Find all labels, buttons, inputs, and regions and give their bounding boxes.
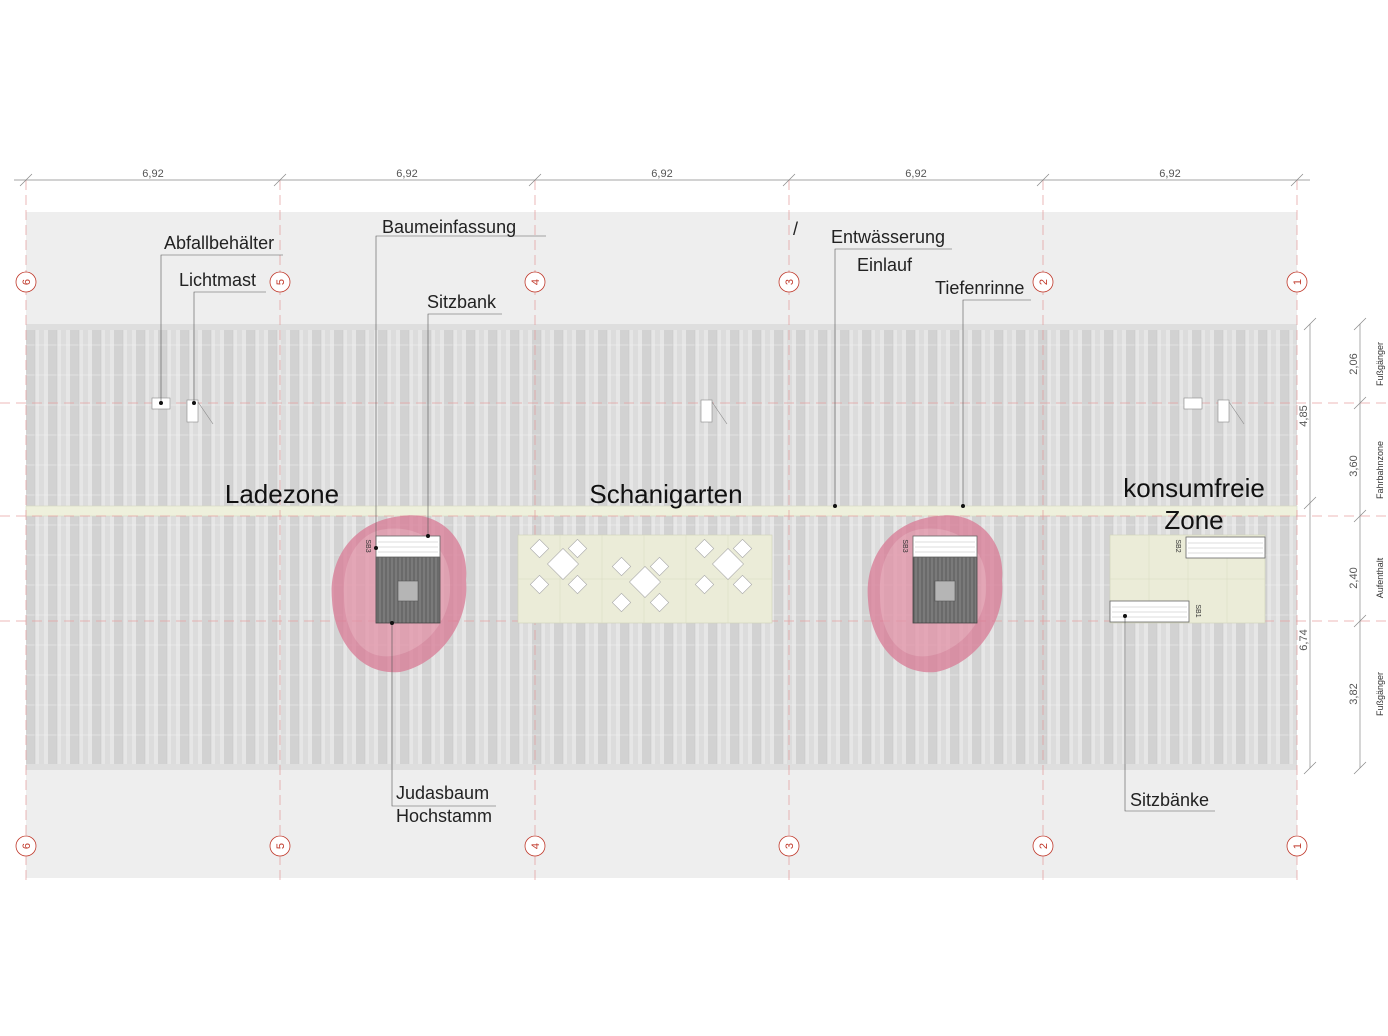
axis-mark-3-bottom: 3 [784,843,796,849]
axis-mark-5-bottom: 5 [275,843,287,849]
axis-markers-bottom [15,835,1308,857]
bench-sb2 [1185,536,1266,559]
dim-fussgaenger-bottom: 3,82 [1348,683,1360,704]
bench-code-sb2: SB2 [1174,539,1181,552]
axis-mark-3-top: 3 [784,279,796,285]
dimension-3: 6,92 [651,168,672,180]
cafe-table-group-2 [611,556,670,613]
cafe-table-group-1 [529,538,588,595]
label-sitzbank: Sitzbank [427,292,497,312]
cafe-table-group-3 [694,538,753,595]
bench-sb1 [1109,600,1190,623]
axis-markers-top [15,271,1308,293]
axis-mark-2-top: 2 [1038,279,1050,285]
zone-title-schanigarten: Schanigarten [589,479,742,509]
label-hochstamm: Hochstamm [396,806,492,826]
dim-total-bottom: 6,74 [1298,629,1310,650]
leader-dots [159,401,1127,625]
dim-total-top: 4,85 [1298,405,1310,426]
zone-title-ladezone: Ladezone [225,479,339,509]
bench-tree-left [375,535,441,558]
right-dimension-chain [1303,317,1367,775]
leader-lines [160,235,1215,812]
label-entwaesserung: Entwässerung [831,227,945,247]
bench-tree-right [912,535,978,558]
tree-grate-left-center [397,580,419,602]
paving-bottom-edge [26,764,1297,770]
label-lichtmast: Lichtmast [179,270,256,290]
tree-grate-right-center [934,580,956,602]
label-tiefenrinne: Tiefenrinne [935,278,1024,298]
dimension-2: 6,92 [396,168,417,180]
label-slash: / [793,219,798,239]
bench-code-sb1: SB1 [1194,604,1201,617]
paving-top-edge [26,324,1297,330]
axis-mark-4-top: 4 [530,279,542,285]
dimension-4: 6,92 [905,168,926,180]
axis-mark-6-bottom: 6 [21,843,33,849]
zone-label-fussgaenger-bottom: Fußgänger [1375,672,1385,716]
dim-aufenthalt: 2,40 [1348,567,1360,588]
label-judasbaum: Judasbaum [396,783,489,803]
axis-mark-5-top: 5 [275,279,287,285]
zone-label-fahrbahnzone: Fahrbahnzone [1375,441,1385,499]
bench-sb2-slats [1188,542,1263,554]
zone-title-zone: Zone [1164,505,1223,535]
axis-mark-4-bottom: 4 [530,843,542,849]
label-einlauf: Einlauf [857,255,913,275]
label-abfallbehaelter: Abfallbehälter [164,233,274,253]
light-masts [186,399,1245,425]
dim-fahrbahn: 3,60 [1348,455,1360,476]
dim-fussgaenger-top: 2,06 [1348,353,1360,374]
bench-code-sb3-right: SB3 [901,539,908,552]
zone-title-konsumfreie: konsumfreie [1123,473,1265,503]
zone-label-fussgaenger-top: Fußgänger [1375,342,1385,386]
label-baumeinfassung: Baumeinfassung [382,217,516,237]
label-sitzbaenke: Sitzbänke [1130,790,1209,810]
bench-tree-right-slats [915,541,975,553]
dimension-1: 6,92 [142,168,163,180]
top-dimension-chain [14,173,1310,187]
axis-lines [25,180,1298,880]
zone-label-aufenthalt: Aufenthalt [1375,557,1385,598]
axis-mark-1-bottom: 1 [1292,843,1304,849]
bench-code-sb3-left: SB3 [364,539,371,552]
bench-tree-left-slats [378,541,438,553]
axis-mark-6-top: 6 [21,279,33,285]
axis-mark-2-bottom: 2 [1038,843,1050,849]
axis-mark-1-top: 1 [1292,279,1304,285]
dimension-5: 6,92 [1159,168,1180,180]
